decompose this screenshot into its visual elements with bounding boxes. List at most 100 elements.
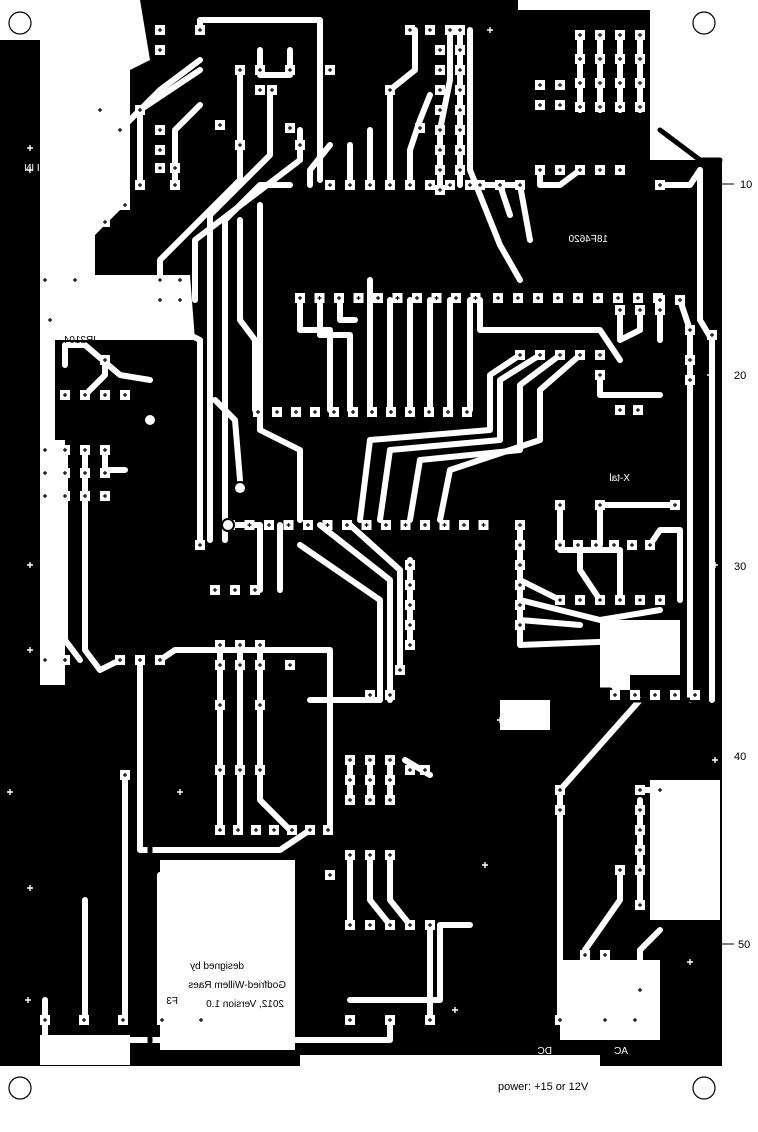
pad-drill-mark — [368, 923, 372, 927]
pad-drill-mark — [578, 168, 582, 172]
pad-drill-mark — [598, 373, 602, 377]
pad-drill-mark — [213, 588, 217, 592]
pad-drill-mark — [368, 798, 372, 802]
pad-drill-mark — [258, 68, 262, 72]
via-mark — [27, 145, 33, 151]
pad-drill-mark — [496, 296, 500, 300]
pad-drill-mark — [518, 183, 522, 187]
pad-drill-mark — [598, 503, 602, 507]
pad-drill-mark — [63, 471, 67, 475]
pad-drill-mark — [633, 1018, 637, 1022]
pad-drill-mark — [368, 183, 372, 187]
pad-drill-mark — [218, 643, 222, 647]
pad-drill-mark — [558, 103, 562, 107]
pad-drill-mark — [448, 183, 452, 187]
pad-drill-mark — [612, 543, 616, 547]
pad-drill-mark — [332, 410, 336, 414]
label-credit-3: 2012, Version 1.0 — [206, 999, 284, 1010]
round-pad — [221, 518, 235, 532]
pad-drill-mark — [267, 523, 271, 527]
pad-drill-mark — [313, 410, 317, 414]
pad-drill-mark — [638, 57, 642, 61]
pad-drill-mark — [618, 308, 622, 312]
pad-drill-mark — [688, 358, 692, 362]
mounting-hole-top-left — [8, 11, 32, 35]
pad-drill-mark — [658, 308, 662, 312]
pad-drill-mark — [356, 296, 361, 300]
pad-drill-mark — [238, 643, 242, 647]
pad-drill-mark — [348, 923, 352, 927]
pad-drill-mark — [298, 143, 302, 147]
pad-drill-mark — [103, 393, 107, 397]
pad-drill-mark — [43, 471, 47, 475]
pad-drill-mark — [710, 333, 714, 337]
via-mark — [122, 27, 128, 33]
pad-drill-mark — [48, 318, 52, 322]
pad-drill-mark — [423, 768, 427, 772]
pad-drill-mark — [438, 68, 442, 72]
pad-drill-mark — [138, 183, 142, 187]
via-mark — [177, 789, 183, 795]
power-note: power: +15 or 12V — [498, 1081, 589, 1093]
scale-tick-10: 10 — [740, 179, 752, 191]
pad-drill-mark — [258, 703, 262, 707]
pad-drill-mark — [63, 393, 67, 397]
pad-drill-mark — [158, 298, 162, 302]
pad-drill-mark — [558, 503, 562, 507]
pad-drill-mark — [160, 1018, 164, 1022]
pad-drill-mark — [337, 296, 341, 300]
pad-drill-mark — [408, 923, 412, 927]
pad-drill-mark — [658, 598, 662, 602]
pad-drill-mark — [658, 788, 662, 792]
pad-drill-mark — [458, 128, 462, 132]
pad-drill-mark — [384, 523, 388, 527]
pad-drill-mark — [536, 296, 540, 300]
pad-drill-mark — [348, 183, 352, 187]
mounting-hole-bottom-right — [692, 1076, 716, 1100]
label-out-f1: F1 — [90, 996, 102, 1007]
label-midi-in: MIDI IN — [24, 163, 58, 174]
via-mark — [7, 789, 13, 795]
pad-drill-mark — [516, 296, 520, 300]
pad-drill-mark — [616, 296, 620, 300]
pad-drill-mark — [673, 503, 677, 507]
pad-drill-mark — [438, 128, 442, 132]
pad-drill-mark — [121, 1018, 125, 1022]
pad-drill-mark — [218, 123, 222, 127]
pad-drill-mark — [388, 693, 392, 697]
pad-drill-mark — [345, 523, 349, 527]
label-in-ac: AC — [614, 1046, 628, 1057]
pad-drill-mark — [158, 658, 162, 662]
pad-drill-mark — [118, 128, 122, 132]
pad-drill-mark — [43, 448, 47, 452]
label-driver-3: IR2104 — [359, 728, 392, 739]
pad-drill-mark — [688, 378, 692, 382]
pad-drill-mark — [308, 828, 312, 832]
pad-drill-mark — [448, 28, 452, 32]
pad-drill-mark — [576, 296, 580, 300]
pad-drill-mark — [408, 183, 412, 187]
pad-drill-mark — [238, 768, 242, 772]
pad-drill-mark — [518, 603, 522, 607]
pad-drill-mark — [598, 81, 602, 85]
pad-drill-mark — [123, 203, 127, 207]
pad-drill-mark — [388, 88, 392, 92]
pad-drill-mark — [518, 523, 522, 527]
pad-drill-mark — [364, 523, 369, 527]
pad-drill-mark — [598, 105, 602, 109]
pad-drill-mark — [638, 81, 642, 85]
scale-tick-40: 40 — [734, 751, 746, 763]
pad-drill-mark — [438, 148, 442, 152]
pad-drill-mark — [638, 308, 642, 312]
pad-drill-mark — [290, 828, 294, 832]
via-mark — [712, 562, 718, 568]
pad-drill-mark — [462, 523, 466, 527]
pad-drill-mark — [258, 768, 262, 772]
label-driver-1: IR2104 — [63, 335, 96, 346]
pad-drill-mark — [288, 663, 292, 667]
pad-drill-mark — [198, 28, 202, 32]
pad-drill-mark — [603, 953, 607, 957]
pad-drill-mark — [673, 693, 677, 697]
